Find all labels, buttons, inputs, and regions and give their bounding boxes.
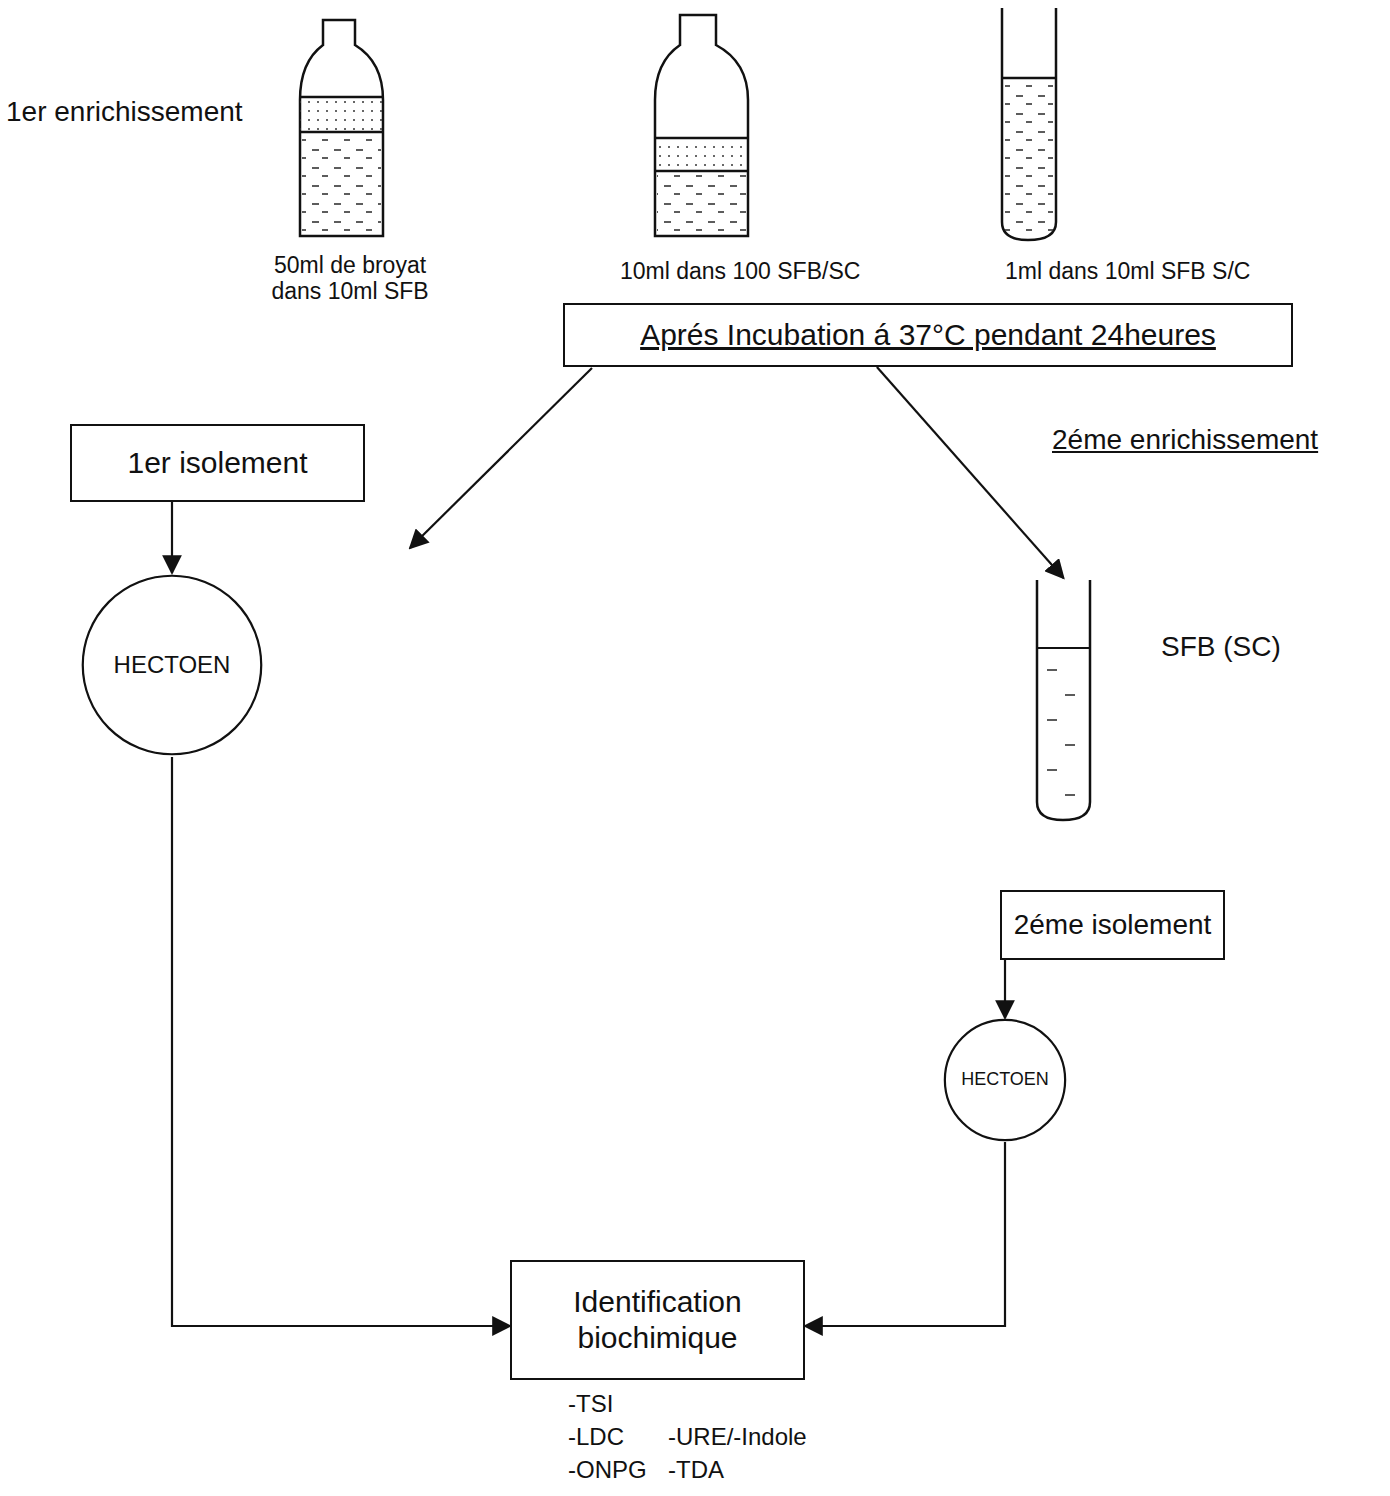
tube-wall [1037,580,1090,820]
layer-line [655,170,748,173]
bottle [300,20,383,236]
flow-arrow [805,1142,1005,1326]
process-box: 2éme isolement [1000,890,1225,960]
culture-plate: HECTOEN [80,573,264,757]
stipple-layer [300,97,383,132]
culture-plate: HECTOEN [943,1018,1067,1142]
liquid-dash [1047,669,1057,671]
plate-circle [945,1020,1065,1140]
liquid-dash [1065,744,1075,746]
sample-caption: 1ml dans 10ml SFB S/C [1005,258,1305,284]
tube-outline [1002,8,1056,240]
liquid-layer [657,175,746,233]
liquid-dash [1065,694,1075,696]
process-box: 1er isolement [70,424,365,502]
tube-outline [1035,580,1092,822]
flow-arrow [172,757,510,1326]
liquid-line [1002,77,1056,80]
step-label: 2éme enrichissement [1052,424,1382,456]
layer-line [655,137,748,140]
flow-arrow [877,367,1064,578]
layer-line [300,96,383,99]
bottle-outline [300,20,383,236]
node-text: HECTOEN [108,649,237,682]
test-name: -TSI [568,1390,613,1418]
step-label: 1er enrichissement [6,96,296,128]
layer-line [300,131,383,134]
stipple-layer [656,138,747,171]
bottle-outline [655,15,748,236]
flow-arrow [171,502,173,573]
sample-caption: 50ml de broyat dans 10ml SFB [255,252,445,305]
sample-caption: 10ml dans 100 SFB/SC [620,258,880,284]
node-text: HECTOEN [955,1067,1055,1093]
node-text: Identification biochimique [512,1282,803,1358]
liquid-line [1037,647,1090,649]
node-text: 1er isolement [121,443,313,483]
liquid-dash [1065,794,1075,796]
process-box: Aprés Incubation á 37°C pendant 24heures [563,303,1293,367]
test-name: -LDC [568,1423,624,1451]
process-box: Identification biochimique [510,1260,805,1380]
bottle [655,15,748,236]
node-text: 2éme isolement [1008,906,1218,944]
test-name: -URE/-Indole [668,1423,807,1451]
liquid-dash [1047,769,1057,771]
liquid-layer [302,136,381,232]
test-name: -ONPG [568,1456,647,1484]
tube-label: SFB (SC) [1155,628,1287,666]
test-tube [1002,8,1056,240]
node-text: Aprés Incubation á 37°C pendant 24heures [634,315,1222,355]
test-name: -TDA [668,1456,724,1484]
flow-arrow [1004,960,1006,1018]
liquid-dash [1047,719,1057,721]
test-tube-node: SFB (SC) [1035,580,1092,822]
plate-circle [83,576,261,754]
liquid-layer [1005,82,1053,232]
open-arrow [410,368,592,548]
